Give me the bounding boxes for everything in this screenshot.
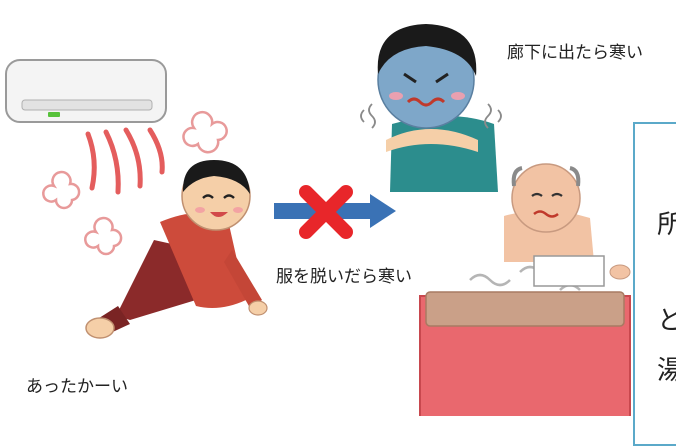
caption-undress-cold: 服を脱いだら寒い — [276, 267, 412, 287]
cross-mark-icon — [299, 185, 353, 239]
heat-wave-icon — [85, 127, 165, 195]
panel-line-3: 湯 — [657, 356, 676, 386]
shiver-lines-icon — [360, 103, 502, 129]
caption-warm: あったかーい — [26, 377, 128, 397]
bath-tub — [419, 291, 631, 416]
air-conditioner-icon — [5, 59, 167, 123]
info-panel: 所 と 湯 — [633, 122, 676, 446]
shivering-person — [377, 24, 498, 192]
warm-puff-icon — [42, 111, 228, 256]
illustration-scene — [5, 24, 631, 416]
relaxed-person — [85, 160, 268, 339]
elderly-person — [504, 163, 631, 287]
caption-hallway-cold: 廊下に出たら寒い — [507, 43, 643, 63]
panel-line-1: 所 — [657, 210, 676, 240]
panel-line-2: と — [657, 306, 676, 336]
